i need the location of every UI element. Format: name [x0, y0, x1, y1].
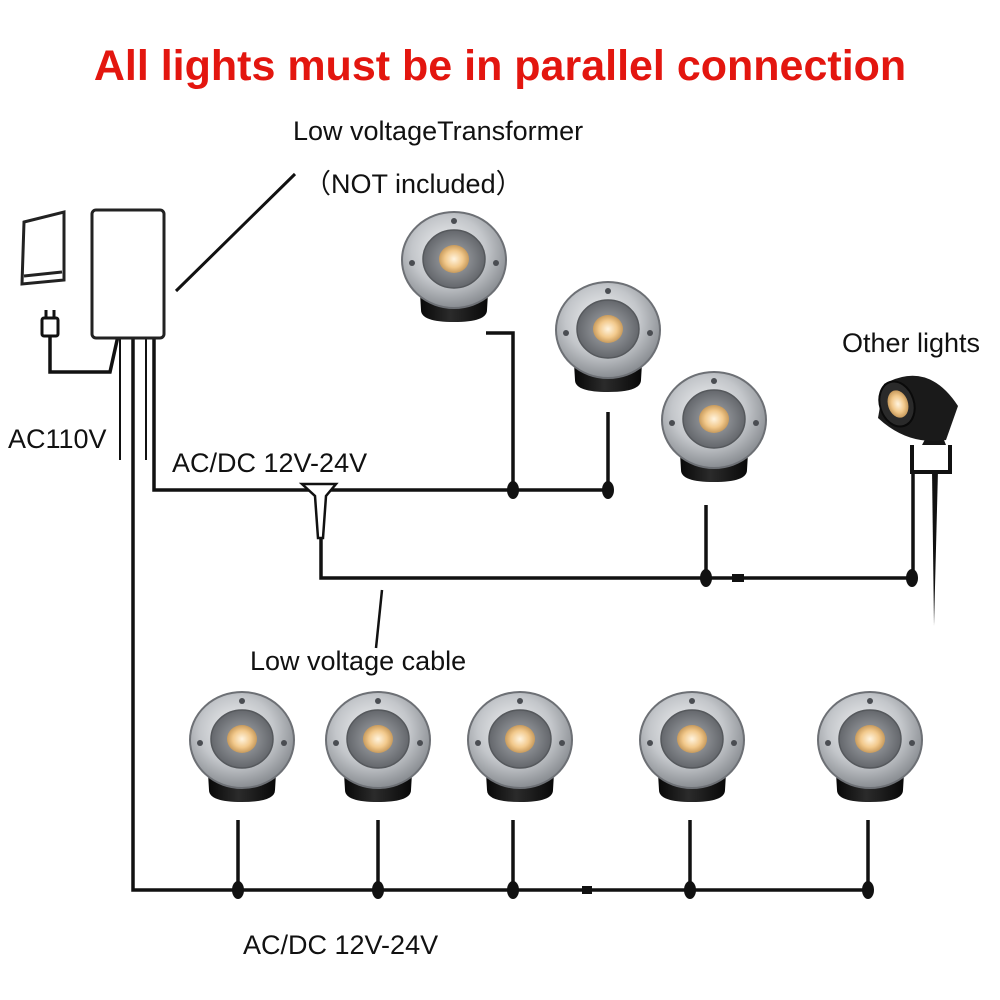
ac-input-label: AC110V — [8, 424, 107, 454]
spotlight — [878, 375, 958, 626]
cable-pointer-line — [374, 589, 384, 649]
branch-wire — [319, 490, 912, 580]
plug-cable — [48, 335, 120, 374]
inground-lamp-1 — [401, 211, 507, 323]
transformer-pointer-line — [174, 172, 297, 293]
lamp-1-drop-wire — [486, 331, 515, 490]
t-connector — [298, 482, 339, 540]
inground-lamp-7 — [639, 691, 745, 803]
junction-connectors — [232, 481, 918, 899]
diagram-title: All lights must be in parallel connectio… — [93, 42, 907, 90]
cable-label: Low voltage cable — [250, 646, 467, 676]
inground-lamp-8 — [817, 691, 923, 803]
inground-lamp-5 — [325, 691, 431, 803]
transformer-output-leads — [119, 336, 155, 460]
transformer-box — [90, 208, 166, 340]
other-lights-label: Other lights — [842, 328, 981, 358]
power-plug-icon — [40, 310, 60, 338]
inground-lamp-2 — [555, 281, 661, 393]
transformer-label: Low voltageTransformer — [293, 116, 584, 146]
inground-lamp-6 — [467, 691, 573, 803]
transformer-output-wire-1 — [131, 336, 868, 892]
wall-socket — [20, 210, 66, 286]
inground-lamp-4 — [189, 691, 295, 803]
dc-upper-label: AC/DC 12V-24V — [172, 448, 368, 478]
dc-lower-label: AC/DC 12V-24V — [243, 930, 439, 960]
inground-lamp-3 — [661, 371, 767, 483]
transformer-note: （NOT included） — [304, 169, 523, 199]
